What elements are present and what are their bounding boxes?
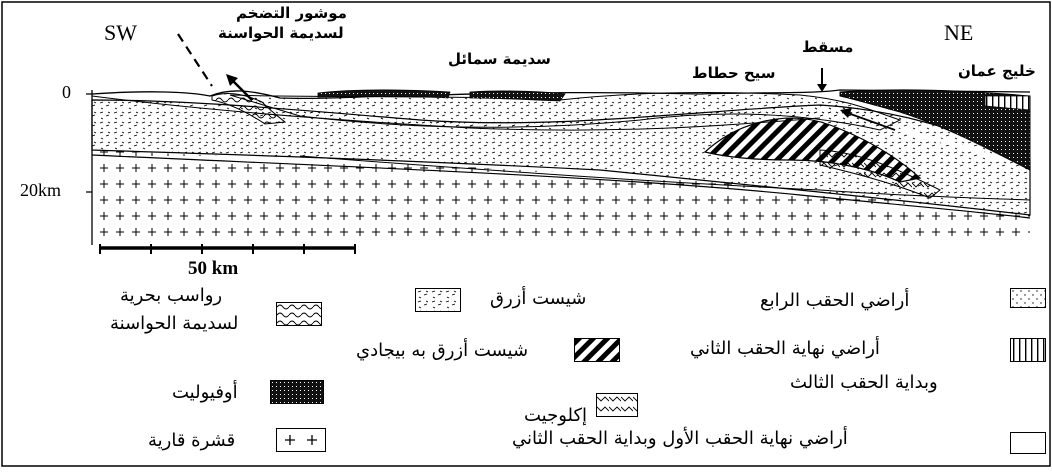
legend-swatch-late-first [1010, 432, 1046, 454]
legend-crust-label: قشرة قارية [148, 430, 236, 451]
hawasina-arrowhead [226, 74, 238, 86]
place-hawasina-line1: موشور التضخم [236, 4, 347, 22]
legend-late-first-label: أراضي نهاية الحقب الأول وبداية الحقب الث… [512, 428, 848, 449]
direction-sw-label: SW [104, 20, 137, 45]
place-gulf-label: خليج عمان [958, 62, 1036, 80]
place-semail-label: سديمة سمائل [448, 50, 551, 68]
continental-crust-layer [92, 150, 1030, 240]
depth-20km-label: 20km [20, 180, 62, 200]
subduction-arrowhead [840, 108, 852, 118]
legend-blueschist-garnet-label: شيست أزرق به بيجادي [356, 340, 529, 361]
place-saih-hatat-label: سيح حطاط [692, 64, 776, 82]
legend-swatch-quaternary [1010, 288, 1046, 308]
depth-0-label: 0 [62, 82, 71, 102]
legend-late-secondary-line1: أراضي نهاية الحقب الثاني [690, 338, 880, 359]
direction-ne-label: NE [944, 20, 974, 45]
legend-swatch-blueschist-garnet [574, 338, 620, 362]
scale-label: 50 km [188, 258, 239, 279]
legend-eclogite-label: إكلوجيت [524, 405, 588, 426]
legend-quaternary-label: أراضي الحقب الرابع [760, 290, 910, 311]
thrust-line-1 [91, 95, 821, 131]
dashed-fault [177, 33, 213, 87]
legend-ophiolite-label: أوفيوليت [172, 382, 238, 403]
legend-blueschist-label: شيست أزرق [490, 288, 587, 309]
legend-swatch-blueschist [415, 288, 461, 312]
legend-swatch-ophiolite [270, 380, 324, 404]
legend-hawasina-line1: رواسب بحرية [120, 285, 223, 306]
thrust-line-2 [91, 154, 1031, 219]
flow-arrow-white [899, 128, 1001, 162]
place-muscat-label: مسقط [802, 38, 854, 56]
legend-swatch-late-secondary [1010, 338, 1046, 362]
muscat-arrowhead [817, 84, 827, 92]
depth-ticks [86, 93, 92, 193]
ophiolite-semail-2 [469, 90, 566, 102]
legend-swatch-hawasina [276, 302, 322, 326]
late-secondary-block [984, 95, 1031, 111]
eclogite-body [819, 149, 941, 199]
hawasina-wedge [211, 93, 287, 125]
legend-hawasina-line2: لسديمة الحواسنة [110, 313, 239, 334]
ophiolite-gulf [839, 89, 1031, 171]
scale-bar-ticks [99, 244, 356, 254]
legend-swatch-eclogite [596, 393, 638, 417]
ophiolite-semail [317, 89, 451, 99]
place-hawasina-line2: لسديمة الحواسنة [218, 24, 344, 42]
legend-late-secondary-line2: وبداية الحقب الثالث [790, 372, 938, 393]
legend-swatch-crust [276, 428, 326, 452]
thrust-line-3 [299, 155, 1031, 201]
subduction-arrow [844, 111, 896, 131]
